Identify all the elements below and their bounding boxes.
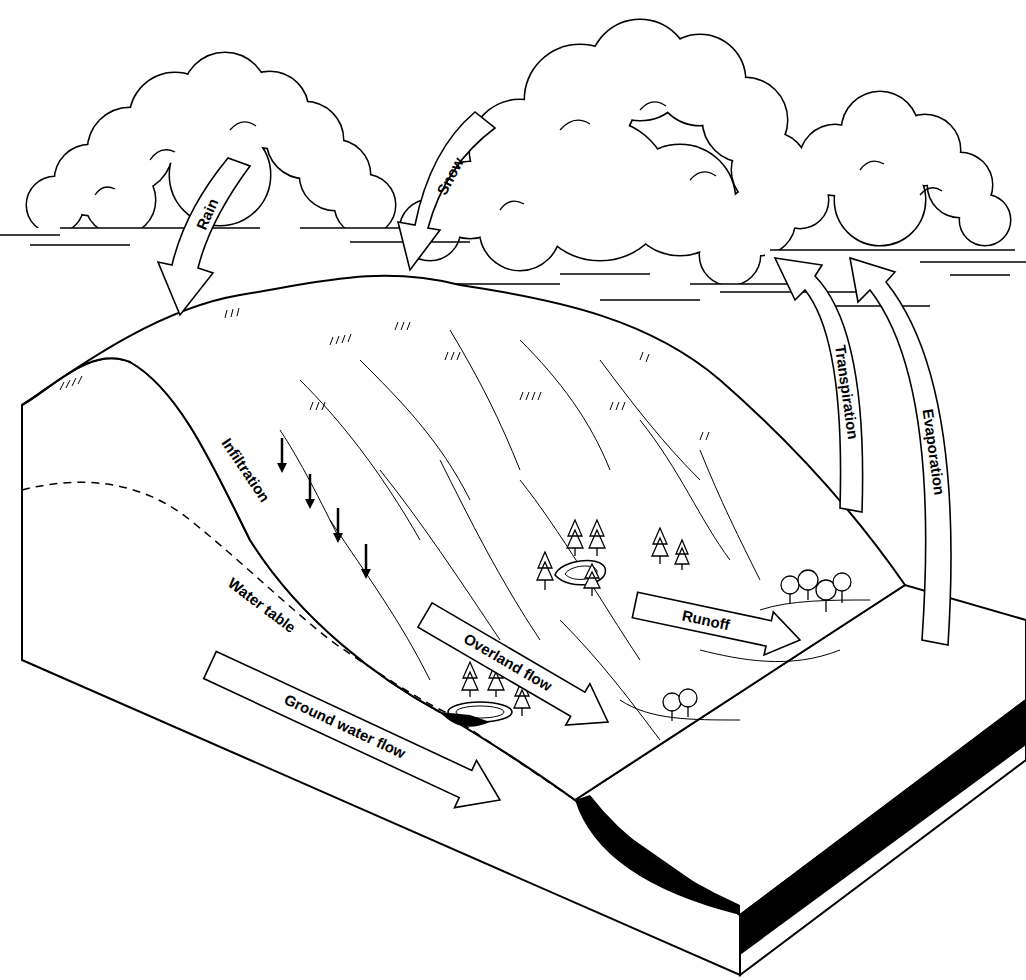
deciduous-tree [663, 570, 851, 721]
process-arrow [158, 112, 951, 808]
slope-lines [280, 330, 870, 740]
transpiration-arrow [775, 258, 863, 512]
rain-arrow [158, 158, 250, 315]
evaporation-arrow [850, 258, 951, 645]
infiltration-arrow [282, 438, 366, 574]
snow-arrow [398, 112, 495, 270]
hill-surface [22, 276, 905, 800]
slab-band [740, 700, 1026, 955]
overland-flow-arrow [418, 603, 608, 725]
groundwater-arrow [204, 651, 500, 807]
stream-channel [575, 795, 740, 915]
slab-front [740, 700, 1026, 975]
runoff-arrow [632, 592, 800, 655]
terrain-hatching [60, 308, 709, 440]
